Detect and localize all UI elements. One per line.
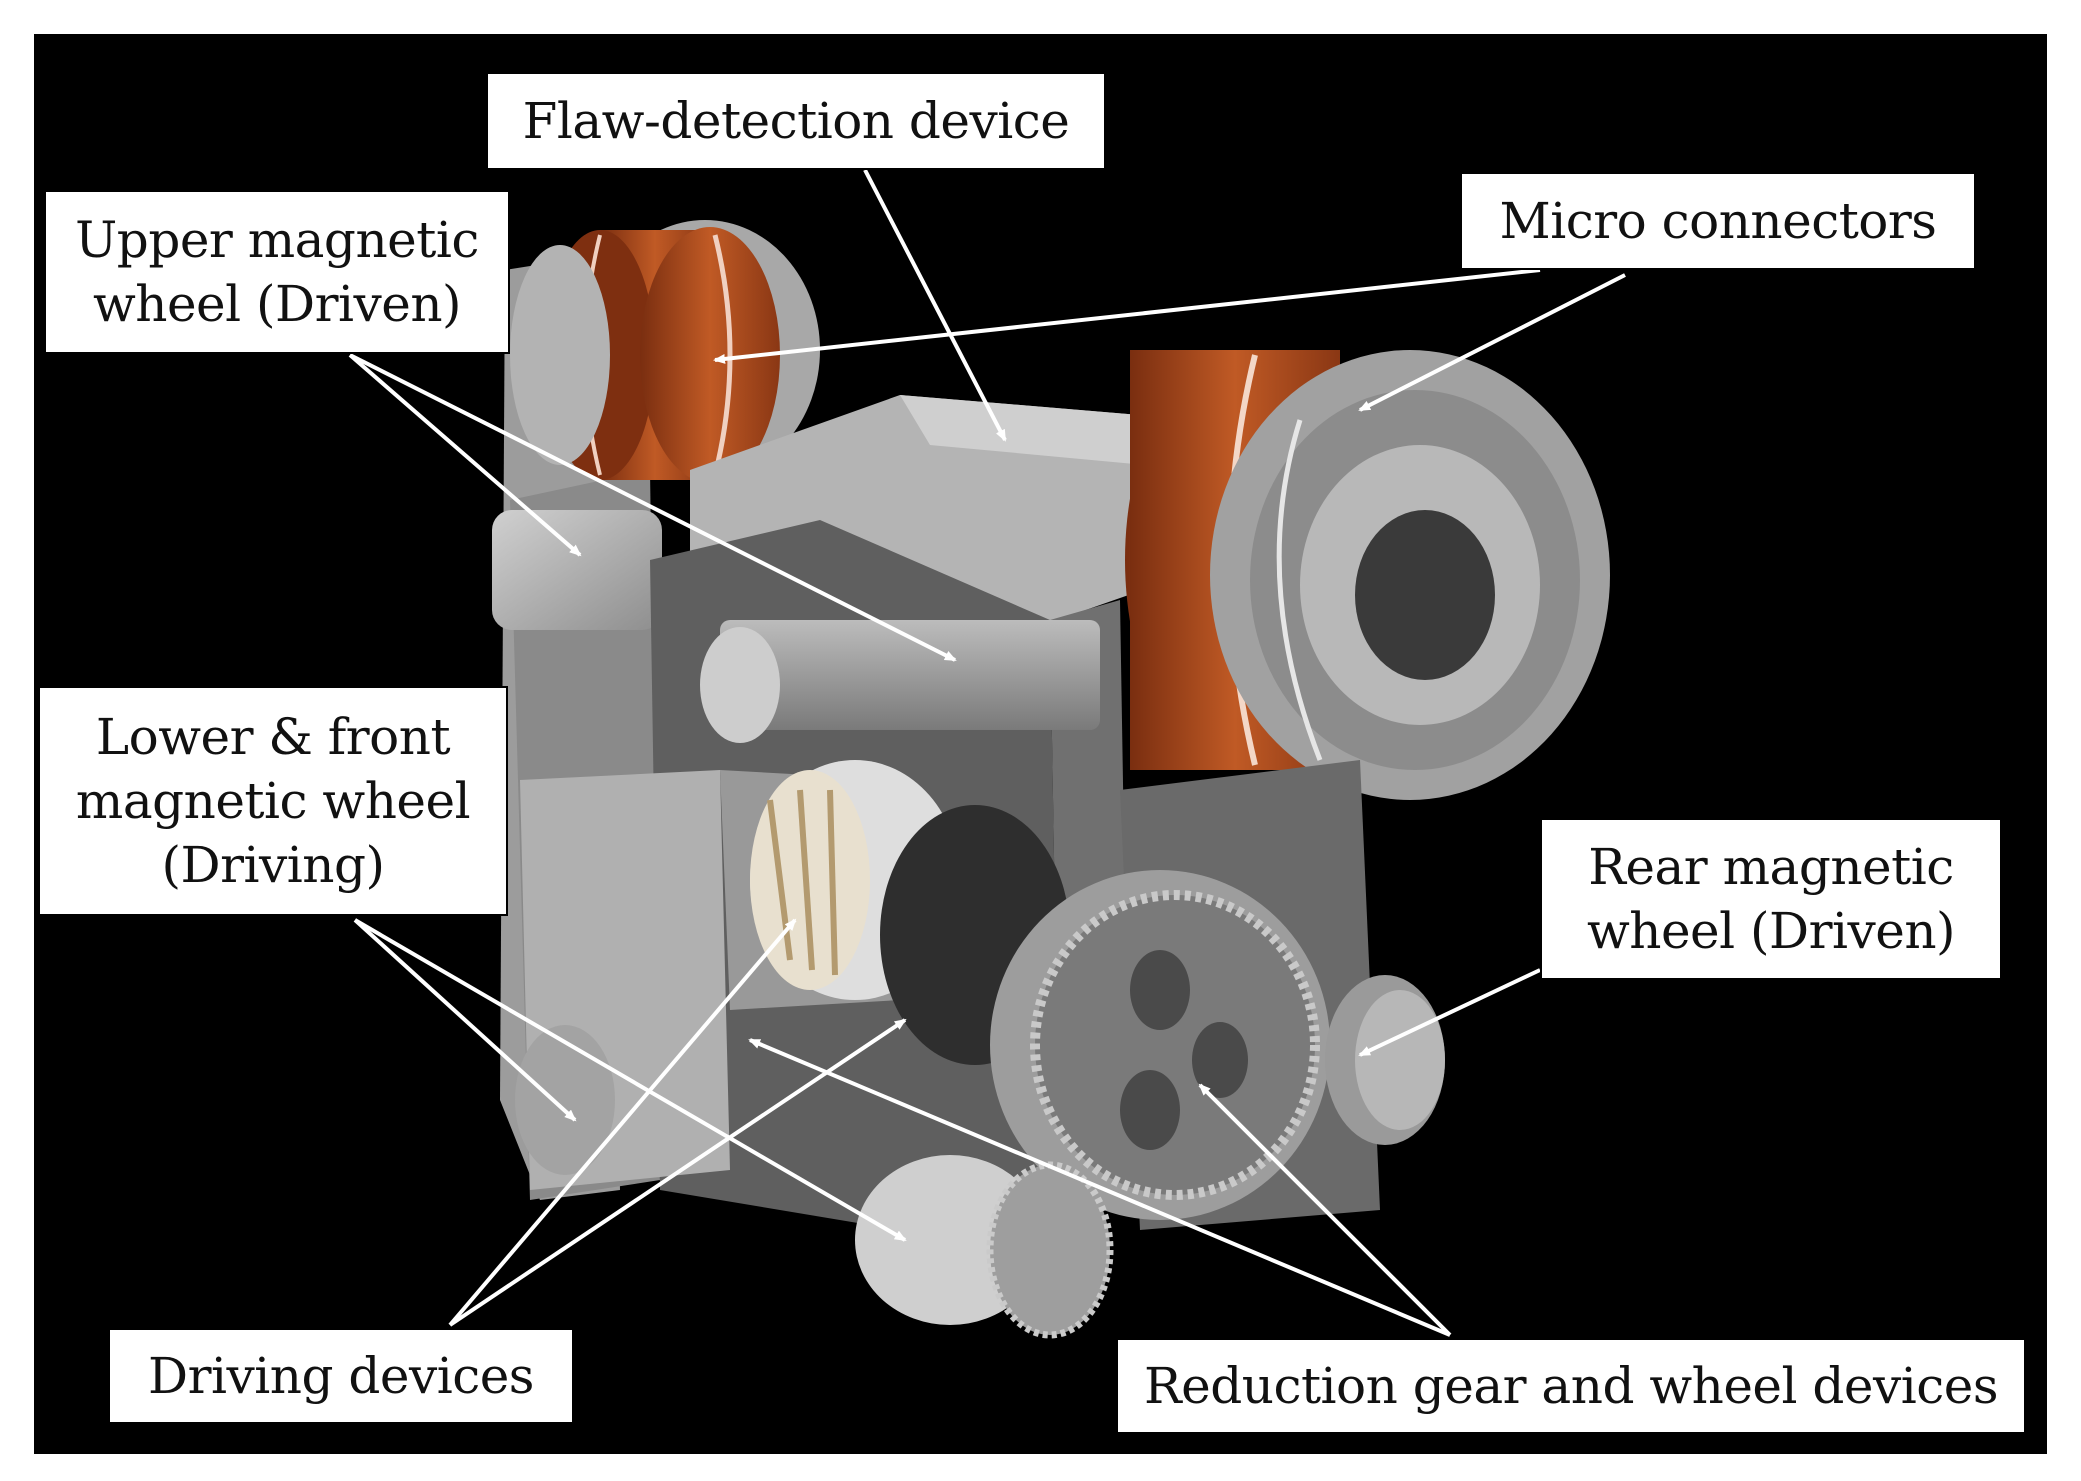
label-reduction-gear: Reduction gear and wheel devices: [1116, 1338, 2026, 1434]
label-lower-front-magnetic-wheel: Lower & front magnetic wheel (Driving): [38, 686, 508, 916]
rear-magnetic-wheel: [1325, 975, 1445, 1145]
label-driving-devices: Driving devices: [108, 1328, 574, 1424]
label-upper-magnetic-wheel: Upper magnetic wheel (Driven): [44, 190, 510, 354]
label-flaw-detection: Flaw-detection device: [486, 72, 1106, 170]
center-axle: [700, 620, 1100, 743]
label-micro-connectors: Micro connectors: [1460, 172, 1976, 270]
upper-axle-hub: [492, 510, 662, 630]
right-magnetic-wheel: [1125, 350, 1610, 800]
label-rear-magnetic-wheel: Rear magnetic wheel (Driven): [1540, 818, 2002, 980]
